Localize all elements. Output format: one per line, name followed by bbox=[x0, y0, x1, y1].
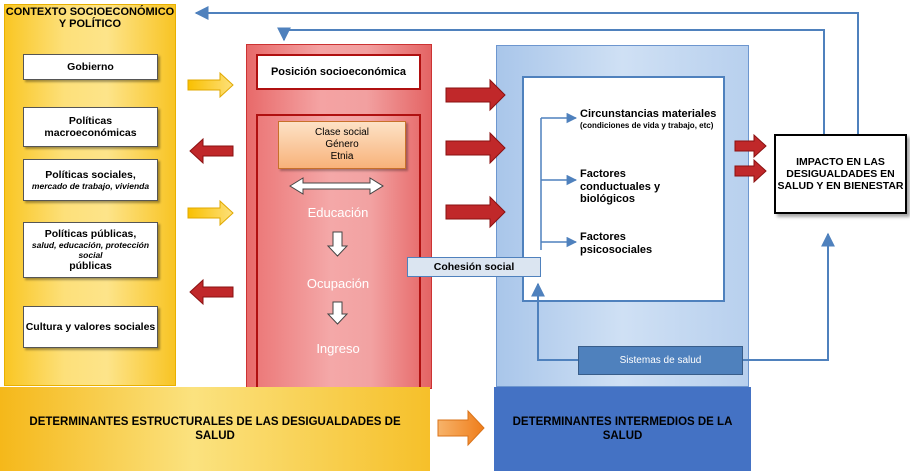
down-arrow-1 bbox=[326, 231, 349, 257]
context-item-public-sub: salud, educación, protección social bbox=[31, 240, 150, 260]
class-line: Clase social bbox=[315, 127, 369, 138]
context-item-macro: Políticas macroeconómicas bbox=[23, 107, 158, 147]
context-item-social: Políticas sociales, mercado de trabajo, … bbox=[23, 159, 158, 201]
occupation-label: Ocupación bbox=[306, 276, 370, 291]
red-arrow-right-2 bbox=[445, 131, 506, 165]
context-item-public: Políticas públicas, salud, educación, pr… bbox=[23, 222, 158, 278]
context-item-public-label2: públicas bbox=[69, 260, 112, 272]
feedback-line-outer bbox=[194, 6, 859, 134]
structural-determinants-banner: DETERMINANTES ESTRUCTURALES DE LAS DESIG… bbox=[0, 387, 430, 471]
material-circumstances-sub: (condiciones de vida y trabajo, etc) bbox=[580, 120, 714, 130]
red-arrow-right-3 bbox=[445, 195, 506, 229]
yellow-arrow-right-1 bbox=[187, 71, 234, 99]
context-item-culture: Cultura y valores sociales bbox=[23, 306, 158, 348]
class-box: Clase social Género Etnia bbox=[278, 121, 406, 169]
red-arrow-left-2 bbox=[189, 278, 234, 306]
yellow-arrow-right-2 bbox=[187, 199, 234, 227]
ethnicity-line: Etnia bbox=[330, 151, 354, 162]
health-systems-box: Sistemas de salud bbox=[578, 346, 743, 375]
gender-line: Género bbox=[325, 139, 359, 150]
income-label: Ingreso bbox=[316, 341, 360, 356]
feedback-line-inner bbox=[277, 27, 825, 134]
material-circumstances-label: Circunstancias materiales bbox=[580, 108, 717, 120]
psychosocial-factors: Factores psicosociales bbox=[580, 231, 653, 256]
red-arrow-left-1 bbox=[189, 137, 234, 165]
material-circumstances: Circunstancias materiales (condiciones d… bbox=[580, 108, 720, 130]
context-item-social-label: Políticas sociales, bbox=[45, 169, 136, 181]
circumstances-panel bbox=[522, 76, 725, 302]
context-item-gobierno: Gobierno bbox=[23, 54, 158, 80]
social-cohesion-box: Cohesión social bbox=[407, 257, 541, 277]
red-arrow-impact-1 bbox=[734, 133, 767, 159]
orange-arrow bbox=[437, 409, 485, 447]
red-arrow-impact-2 bbox=[734, 158, 767, 184]
education-label: Educación bbox=[307, 205, 369, 220]
context-title: CONTEXTO SOCIOECONÓMICO Y POLÍTICO bbox=[5, 6, 175, 30]
double-arrow bbox=[289, 177, 384, 195]
context-item-social-sub: mercado de trabajo, vivienda bbox=[31, 181, 150, 191]
behavioral-factors: Factores conductuales y biológicos bbox=[580, 168, 661, 205]
red-arrow-right-1 bbox=[445, 78, 506, 112]
down-arrow-2 bbox=[326, 301, 349, 325]
health-systems-loop bbox=[531, 282, 578, 361]
intermediate-determinants-banner: DETERMINANTES INTERMEDIOS DE LA SALUD bbox=[494, 387, 751, 471]
impact-box: IMPACTO EN LAS DESIGUALDADES EN SALUD Y … bbox=[774, 134, 907, 214]
health-to-impact-line bbox=[743, 232, 835, 361]
context-item-public-label: Políticas públicas, bbox=[44, 228, 137, 240]
position-box: Posición socioeconómica bbox=[256, 54, 421, 90]
